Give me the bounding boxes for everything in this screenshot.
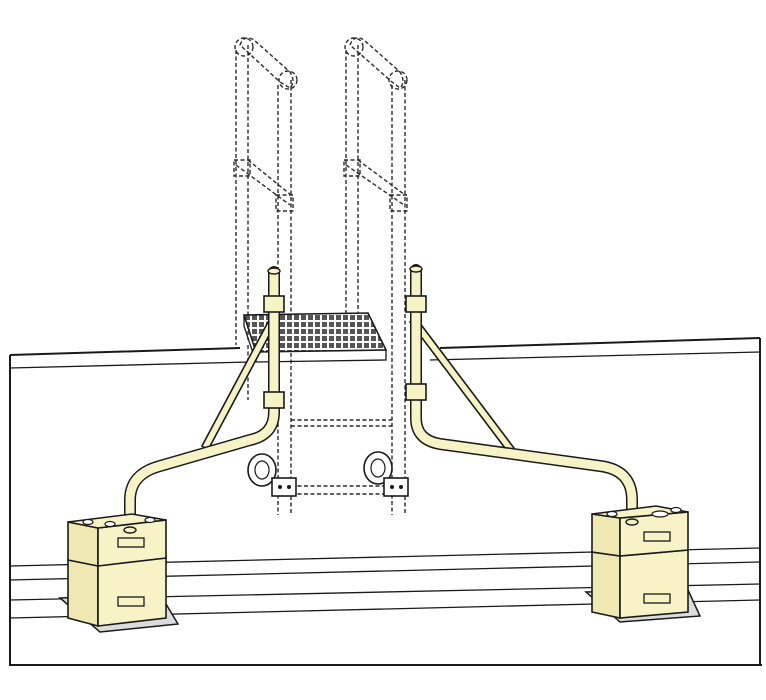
support-pipe-right (405, 264, 638, 526)
wheel-left (247, 453, 277, 487)
support-pipe-left (124, 266, 285, 534)
ballast-block-right (584, 505, 702, 623)
pipe-socket-left (123, 526, 137, 534)
bottom-clamps (271, 477, 409, 497)
ballast-block-left (58, 513, 180, 633)
ladder-outline (233, 37, 408, 515)
pipe-socket-right (625, 518, 639, 526)
wheel-right (363, 451, 393, 485)
